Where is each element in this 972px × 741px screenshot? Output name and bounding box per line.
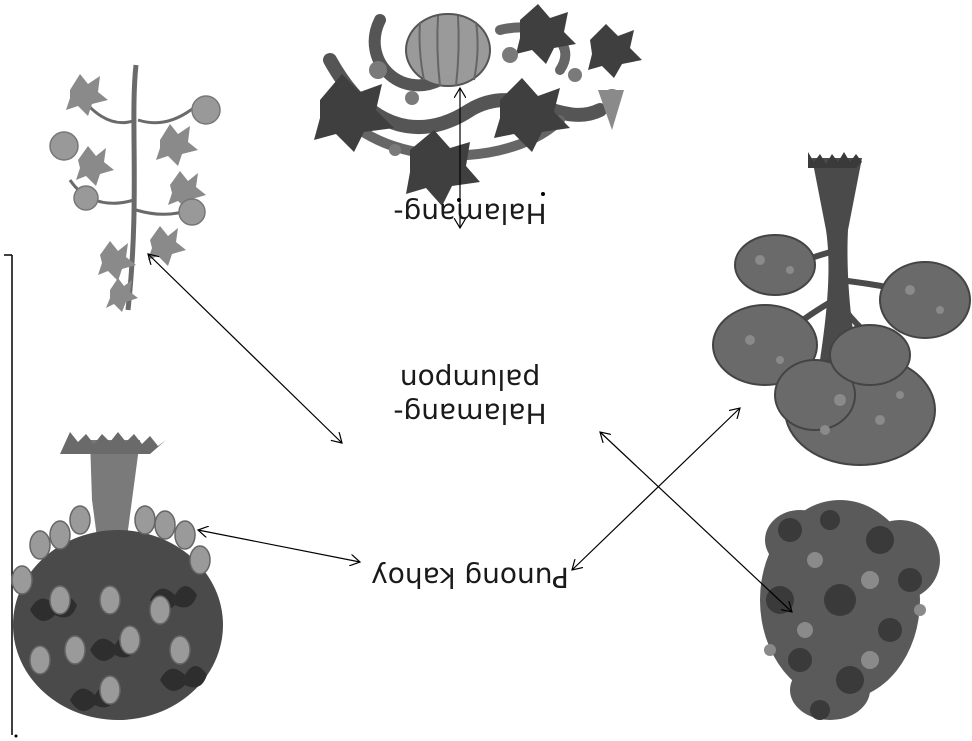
frame-line (4, 254, 13, 735)
arrow-label-bottom-to-fruit-tree (198, 530, 360, 562)
label-halamang-palumpon-line1: Halamang- (393, 397, 547, 430)
arrow-label-middle-to-tomato (148, 254, 342, 443)
fruit-tree-illustration (11, 432, 223, 720)
dot-marker (457, 198, 461, 202)
label-halamang-palumpon-line2: palumpon (399, 363, 541, 396)
bush-illustration (760, 500, 940, 720)
tomato-plant-illustration (49, 64, 221, 312)
arrow-label-bottom-to-tree (572, 408, 740, 570)
label-halamang-top-text: Halamang- (393, 197, 547, 230)
label-punong-kahoy: Punong kahoy (330, 560, 610, 594)
arrow-label-middle-to-bush (600, 432, 792, 612)
tree-illustration (712, 152, 971, 466)
pumpkin-vine-illustration (314, 4, 642, 206)
dot-marker (541, 192, 545, 196)
label-halamang-top: Halamang- (360, 196, 580, 230)
dot-marker (14, 734, 18, 738)
label-punong-kahoy-text: Punong kahoy (371, 561, 569, 594)
connector-arrows (148, 88, 792, 612)
label-halamang-palumpon: Halamang- palumpon (360, 362, 580, 430)
